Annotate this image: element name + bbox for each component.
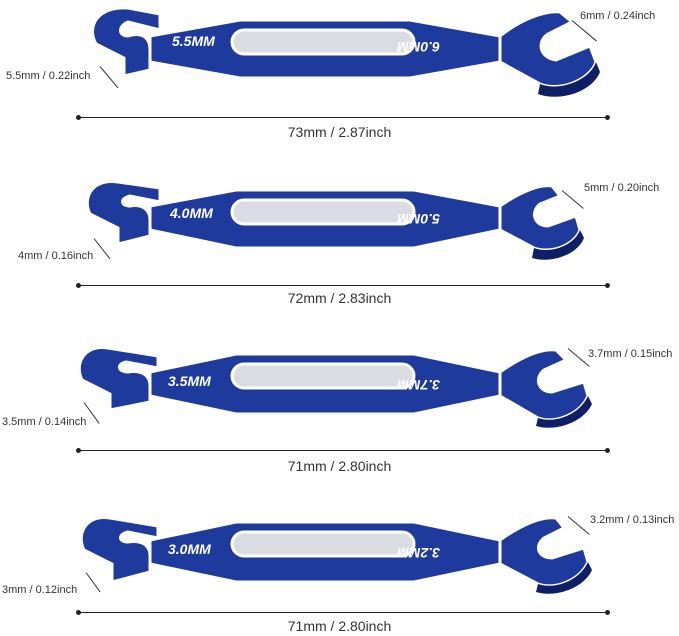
wrench-item-2: 4.0MM 5.0MM 4mm / 0.16inch 5mm / 0.20inc… [0, 168, 679, 320]
handle-slot [230, 28, 416, 56]
left-dimension-label: 3mm / 0.12inch [2, 584, 78, 596]
handle-slot [230, 530, 416, 558]
wrench-item-4: 3.0MM 3.2MM 3mm / 0.12inch 3.2mm / 0.13i… [0, 500, 679, 636]
left-size-label: 3.5MM [168, 373, 211, 389]
length-ruler [76, 448, 610, 453]
jaw-shadow [532, 230, 584, 260]
left-jaw [77, 346, 160, 412]
wrench-image: 3.0MM 3.2MM [79, 516, 592, 594]
right-size-label: 6.0MM [397, 39, 440, 55]
right-size-label: 3.7MM [397, 377, 440, 393]
length-label: 71mm / 2.80inch [287, 618, 392, 634]
left-size-label: 4.0MM [169, 205, 213, 221]
jaw-shadow [538, 62, 600, 97]
wrench-shape [85, 180, 584, 260]
left-dimension-label: 3.5mm / 0.14inch [2, 416, 87, 428]
left-size-label: 5.5MM [172, 33, 215, 49]
left-size-label: 3.0MM [168, 541, 211, 557]
right-jaw [498, 10, 598, 89]
wrench-image: 5.5MM 6.0MM [91, 6, 600, 97]
right-dimension-label: 3.7mm / 0.15inch [588, 348, 673, 360]
wrench-shape [91, 6, 600, 97]
left-dimension-label: 5.5mm / 0.22inch [6, 70, 91, 82]
right-dimension-label: 5mm / 0.20inch [584, 182, 660, 194]
handle-slot [230, 362, 416, 390]
wrench-item-3: 3.5MM 3.7MM 3.5mm / 0.14inch 3.7mm / 0.1… [0, 334, 679, 484]
right-size-label: 5.0MM [397, 211, 440, 227]
right-dimension-label: 3.2mm / 0.13inch [590, 514, 675, 526]
wrench-shape [77, 346, 592, 428]
left-jaw [79, 516, 160, 584]
length-ruler [76, 115, 610, 120]
right-dimension-label: 6mm / 0.24inch [580, 10, 656, 22]
right-size-label: 3.2MM [397, 545, 440, 561]
wrench-item-1: 5.5MM 6.0MM 5.5mm / 0.22inch 6mm / 0.24i… [0, 0, 679, 160]
wrench-image: 3.5MM 3.7MM [77, 346, 592, 428]
jaw-shadow [536, 562, 592, 594]
jaw-shadow [536, 396, 592, 428]
length-label: 72mm / 2.83inch [287, 290, 392, 306]
left-dimension-label: 4mm / 0.16inch [18, 250, 94, 262]
handle-slot [230, 198, 416, 226]
left-jaw [91, 6, 162, 78]
length-label: 71mm / 2.80inch [287, 458, 392, 474]
length-ruler [76, 283, 610, 288]
right-jaw [498, 348, 590, 422]
length-ruler [76, 610, 610, 615]
right-jaw [498, 516, 590, 588]
wrench-shape [79, 516, 592, 594]
wrench-image: 4.0MM 5.0MM [85, 180, 584, 260]
left-jaw [85, 180, 162, 246]
length-label: 73mm / 2.87inch [287, 124, 392, 140]
